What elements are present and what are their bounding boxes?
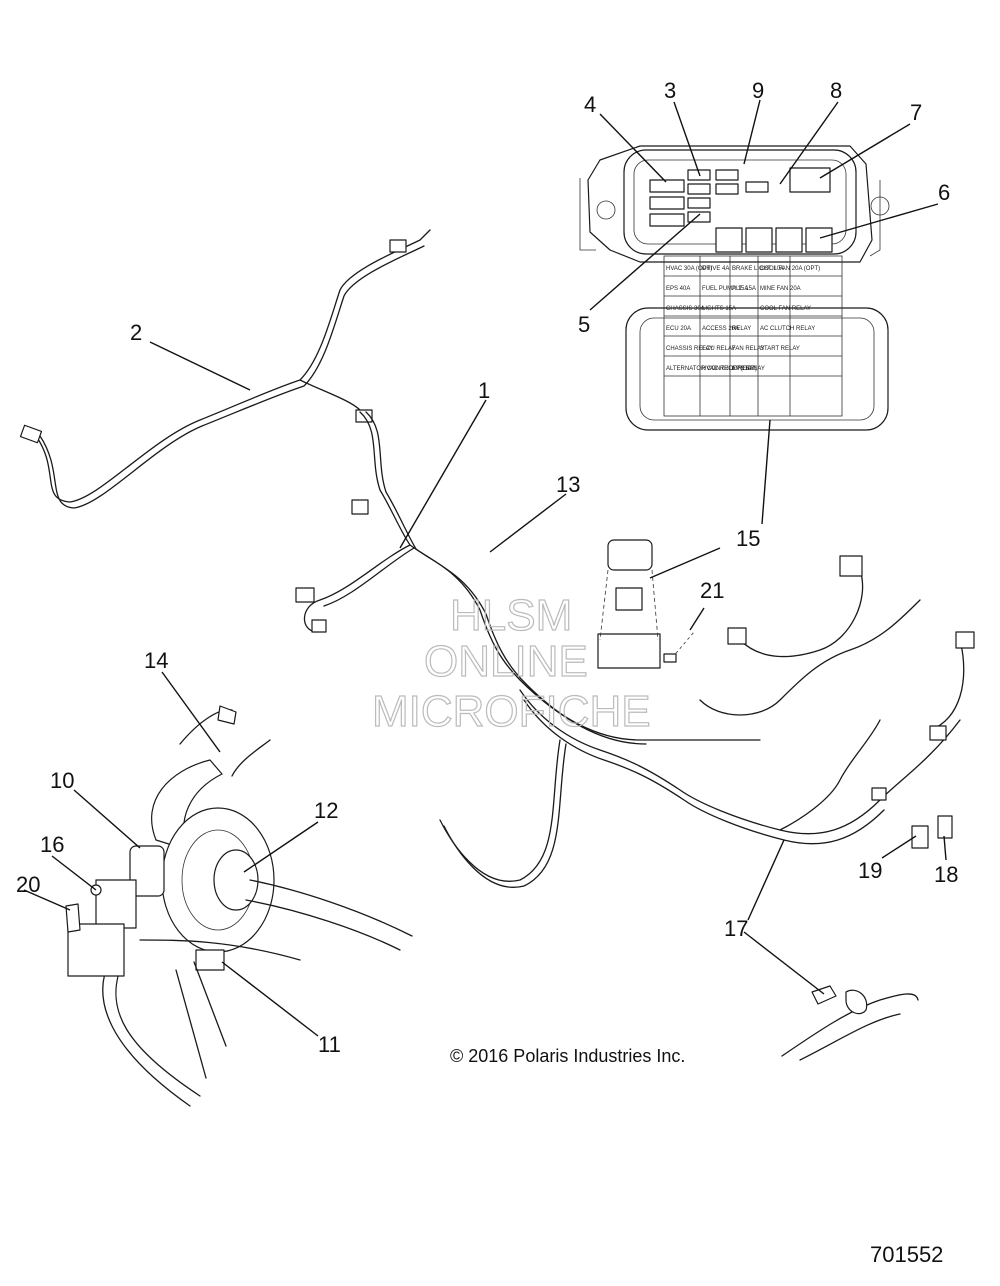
callout-15: 15 [736,526,760,551]
callout-18: 18 [934,862,958,887]
callout-16: 16 [40,832,64,857]
watermark-line-3: MICROFICHE [372,687,651,736]
fuse-label: MINE FAN 20A [760,286,801,292]
watermark: HLSM ONLINE MICROFICHE [371,590,651,736]
watermark-line-1: HLSM [450,591,572,640]
fuse-label: DRIVE 4A [702,266,729,272]
fuse-module-15 [597,539,661,669]
fuse-label: START RELAY [760,346,800,352]
fuse-label: CHASSIS 30A [666,306,705,312]
callout-12: 12 [314,798,338,823]
cover-label-grid [664,256,842,416]
callout-1: 1 [478,378,490,403]
callout-6: 6 [938,180,950,205]
fuse-label: EPS 40A [666,286,690,292]
fuse-label: EPS RELAY [732,366,765,372]
fuse-label: COOL FAN 20A (OPT) [760,266,820,272]
horn-relay-assembly [65,705,413,1107]
main-harness [439,555,975,888]
fuse-label: AC CLUTCH RELAY [760,326,815,332]
callout-3: 3 [664,78,676,103]
fuse-label: FUEL PUMP 15A [702,286,748,292]
callout-19: 19 [858,858,882,883]
connector-19 [911,825,929,849]
screw-21 [663,631,695,663]
callout-20: 20 [16,872,40,897]
fuse-label: RELAY [732,326,751,332]
fuse-box-open [579,145,890,263]
callout-5: 5 [578,312,590,337]
callout-11: 11 [318,1032,341,1057]
callout-14: 14 [144,648,168,673]
callout-2: 2 [130,320,142,345]
harness-2 [19,229,431,509]
connector-18 [937,815,953,839]
callout-21: 21 [700,578,724,603]
fuse-label: HVAC RELAY (OPT) [702,366,757,372]
callout-17: 17 [724,916,748,941]
callout-10: 10 [50,768,74,793]
fuse-label: HVAC 30A (OPT) [666,266,712,272]
harness-17-detail [781,985,919,1061]
fuse-label: FAN RELAY [732,346,765,352]
callout-9: 9 [752,78,764,103]
copyright-notice: © 2016 Polaris Industries Inc. [450,1046,686,1066]
fuse-label: ALT. 15A [732,286,756,292]
harness-1 [295,411,761,745]
fuse-label: ACCESS 20A [702,326,739,332]
callout-7: 7 [910,100,922,125]
callout-labels: 1 2 3 4 5 6 7 8 9 10 11 12 13 14 15 16 1… [16,78,958,1057]
fuse-label: ECU 20A [666,326,691,332]
watermark-line-2: ONLINE [424,637,588,686]
drawing-number: 701552 [870,1242,944,1267]
fuse-label: ECU RELAY [702,346,736,352]
fuse-label: COOL FAN RELAY [760,306,811,312]
callout-4: 4 [584,92,596,117]
callout-8: 8 [830,78,842,103]
fuse-label: ALTERNATOR CONTROL RELAY [666,366,757,372]
fuse-label: BRAKE LIGHT 10A [732,266,784,272]
fuse-label: LIGHTS 15A [702,306,736,312]
leader-lines [23,99,947,1037]
callout-13: 13 [556,472,580,497]
fuse-label: CHASSIS RELAY [666,346,713,352]
